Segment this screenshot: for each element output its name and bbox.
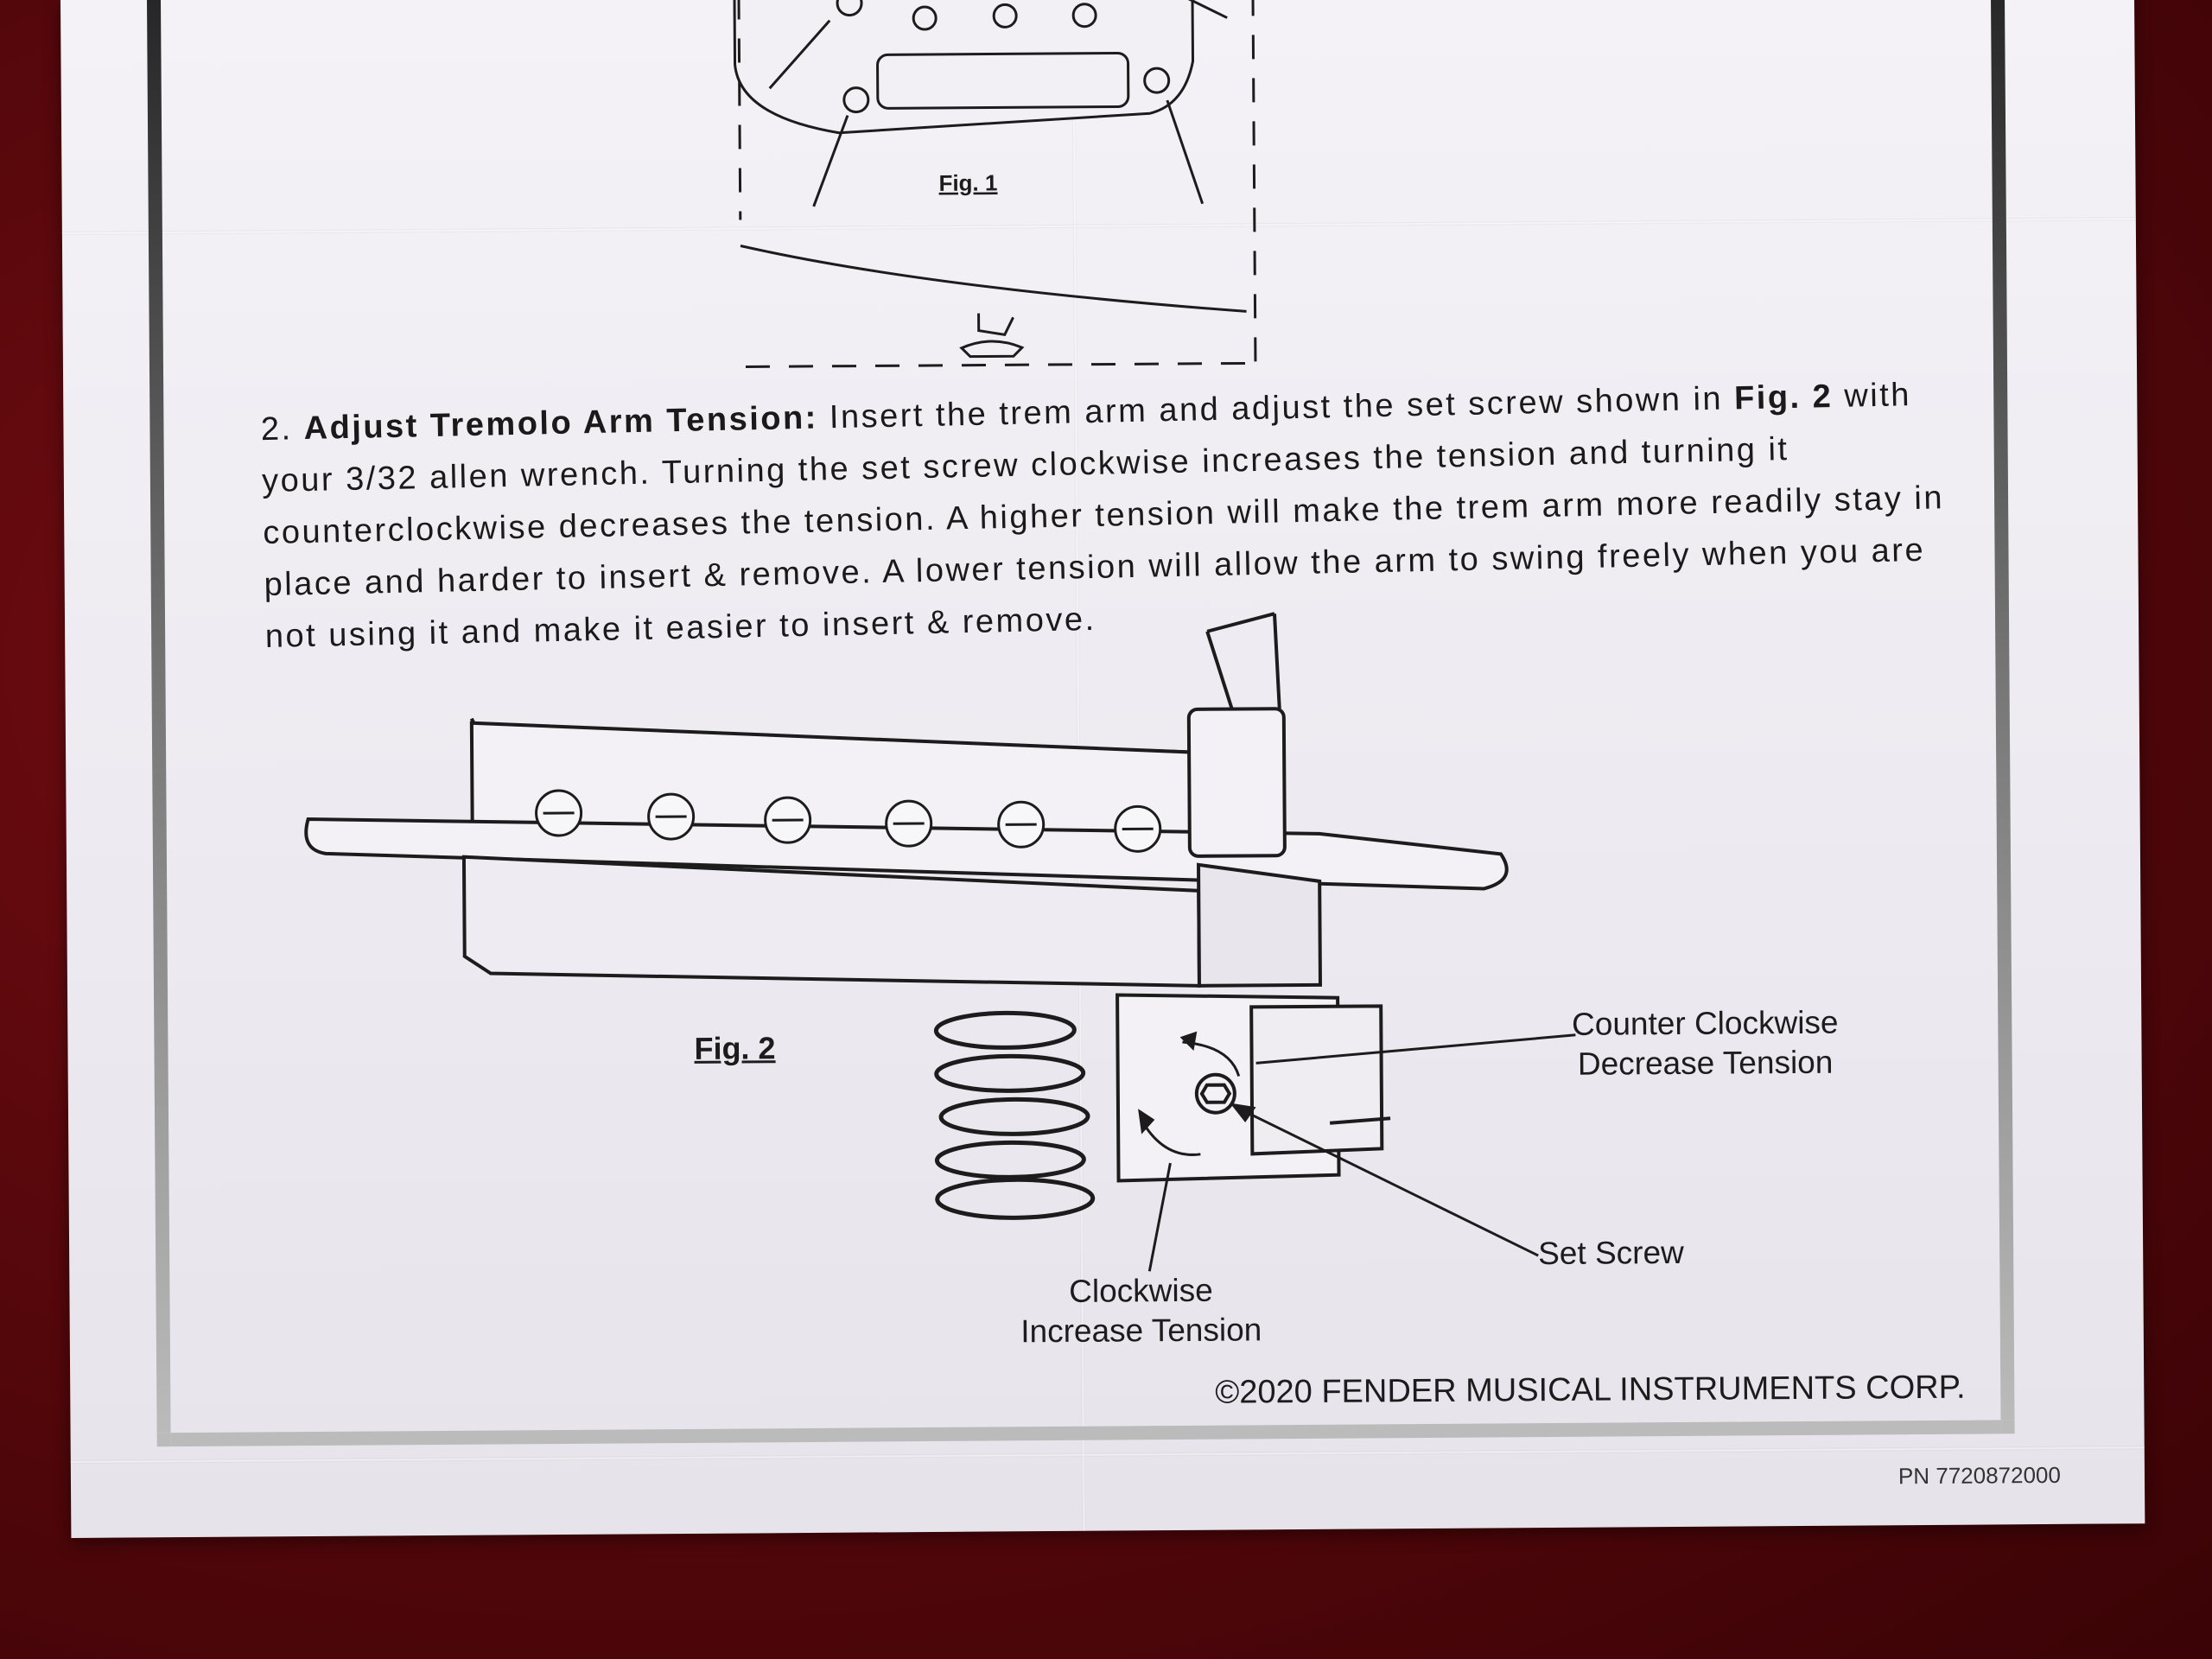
step-figure-reference: Fig. 2 — [1733, 378, 1834, 417]
step-text-part-1: Insert the trem arm and adjust the set s… — [817, 380, 1735, 436]
fig1-label: Fig. 1 — [938, 169, 997, 195]
fig1-drawing — [733, 0, 1257, 368]
saddle-screws — [535, 789, 1162, 853]
fig2-label: Fig. 2 — [694, 1030, 776, 1066]
clockwise-label: Clockwise — [1069, 1272, 1213, 1309]
counter-clockwise-callout: Counter Clockwise Decrease Tension — [1567, 1003, 1844, 1084]
step-heading: Adjust Tremolo Arm Tension: — [303, 399, 819, 448]
fig2-callout-lines — [1138, 1031, 1576, 1272]
copyright-notice: ©2020 FENDER MUSICAL INSTRUMENTS CORP. — [1215, 1369, 1966, 1411]
step-2-instructions: 2. Adjust Tremolo Arm Tension: Insert th… — [260, 368, 1959, 663]
decrease-tension-label: Decrease Tension — [1577, 1044, 1834, 1082]
clockwise-callout: Clockwise Increase Tension — [1002, 1270, 1280, 1351]
set-screw-callout: Set Screw — [1538, 1234, 1684, 1272]
part-number: PN 7720872000 — [1897, 1461, 2062, 1490]
step-number: 2. — [260, 410, 294, 448]
figure-drawings: Fig. 1 — [304, 0, 1576, 1272]
counter-clockwise-label: Counter Clockwise — [1571, 1004, 1839, 1042]
instruction-sheet: Fig. 1 — [60, 0, 2145, 1538]
fig2-bridge-drawing — [304, 612, 1509, 1220]
increase-tension-label: Increase Tension — [1020, 1312, 1262, 1350]
